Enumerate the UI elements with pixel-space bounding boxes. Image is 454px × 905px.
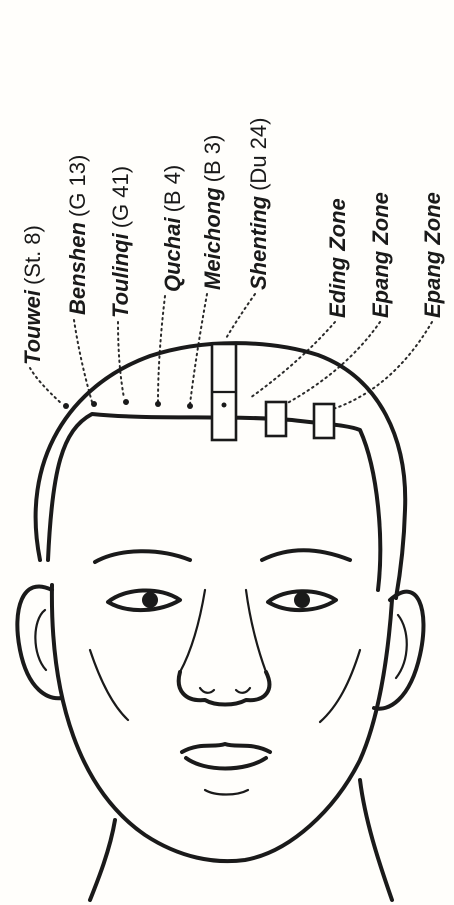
label-epang-zone-1: Epang Zone [368,192,393,318]
benshen-dot [91,401,97,407]
lower-lip [186,758,266,769]
nose-bridge-left [180,590,205,672]
meichong-dot [187,403,193,409]
label-epang-zone-2: Epang Zone [420,192,445,318]
touwei-dot [63,403,69,409]
right-eyebrow [262,550,350,560]
eding-zone-box [266,402,286,436]
label-eding-zone: Eding Zone [325,198,350,318]
left-pupil [142,592,158,608]
nose-tip [179,672,270,705]
label-toulinqi: Toulinqi(G 41) [108,166,133,318]
zone-labels: Eding Zone Epang Zone Epang Zone [325,192,445,318]
epang-zone-box [314,404,334,438]
quchai-dot [155,401,161,407]
upper-lip [182,744,270,752]
ears [17,586,423,708]
nose-bridge-right [246,590,266,672]
label-touwei: Touwei(St. 8) [20,225,45,365]
label-benshen: Benshen(G 13) [65,155,90,315]
left-eyebrow [95,551,190,562]
label-quchai: Quchai(B 4) [160,165,185,292]
toulinqi-dot [123,399,129,405]
label-shenting: Shenting(Du 24) [246,118,271,290]
face [90,550,360,794]
zones [212,344,334,440]
label-meichong: Meichong(B 3) [200,135,225,290]
right-pupil [294,592,310,608]
